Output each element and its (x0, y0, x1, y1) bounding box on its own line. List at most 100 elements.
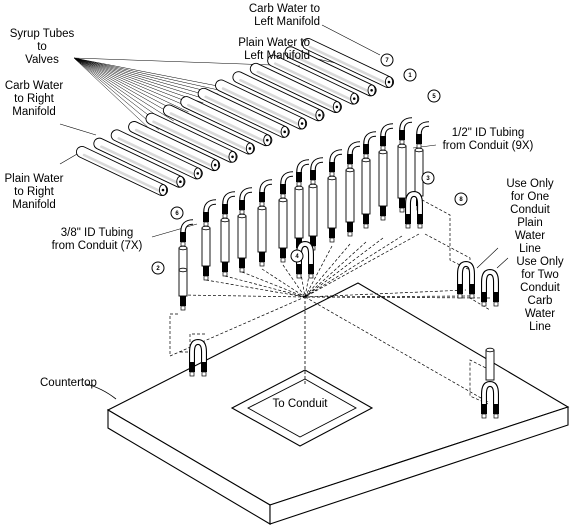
callout-number-2: 2 (156, 266, 160, 272)
elbow-14-inner (417, 122, 430, 135)
leader-syrup-10 (73, 57, 184, 116)
leader-use-one (476, 247, 499, 269)
route-branch-5 (469, 359, 491, 405)
tube-shade-3 (273, 62, 357, 103)
leader-syrup-15 (73, 57, 160, 131)
callout-bubble-6 (170, 206, 184, 220)
tube-fittings (178, 117, 499, 419)
vertical-tube-7-cap (294, 185, 304, 191)
upper-fitting-1-nipple (180, 241, 186, 247)
tube-3-8-left (178, 269, 188, 297)
upper-fitting-6-nipple (280, 193, 286, 199)
upper-fitting-13-nipple (399, 139, 405, 145)
elbow-7-inner (297, 160, 310, 173)
upper-fitting-5 (259, 192, 265, 202)
tube-shade-6 (221, 87, 305, 128)
elbow-12-inner (381, 124, 394, 137)
label-syrup-tubes-line-1: Syrup Tubes (9, 28, 75, 40)
leader-syrup-5 (73, 57, 209, 101)
callout-bubble-7 (380, 53, 394, 67)
label-use-one-line-1: Use Only (506, 178, 554, 190)
tube-shade-13 (100, 145, 183, 186)
label-syrup-tubes-line-2: to (37, 41, 47, 53)
u-loop-bottom-fitting-right-nipple (493, 413, 499, 419)
lower-fitting-12 (380, 206, 386, 216)
label-use-one-line-5: Water (514, 230, 546, 242)
route-line-6 (282, 264, 306, 298)
vertical-tube-1 (178, 247, 188, 271)
upper-fitting-9-nipple (329, 171, 335, 177)
label-use-only-one-conduit: Use Only for One Conduit Plain Water Lin… (498, 178, 562, 256)
tube-body-5 (233, 72, 324, 121)
tube-body-7 (198, 88, 289, 137)
callout-number-6: 6 (175, 211, 179, 217)
label-use-one-line-3: Conduit (510, 204, 550, 216)
leader-syrup-11 (73, 57, 179, 119)
label-use-two-line-6: Line (529, 321, 551, 333)
label-plain-left-line-2: Left Manifold (244, 50, 310, 62)
tube-body-6 (215, 80, 307, 129)
lower-fitting-13-nipple (399, 207, 405, 213)
tube-bore-1 (387, 80, 391, 84)
u-loop-right-fitting-left (405, 214, 411, 224)
lower-fitting-7 (296, 238, 302, 248)
upper-fitting-3-nipple (222, 213, 228, 219)
vertical-tube-7 (294, 187, 304, 239)
label-plain-right-line-3: Manifold (12, 199, 56, 211)
route-branch-3 (412, 194, 471, 271)
upper-fitting-4-nipple (239, 209, 245, 215)
lower-fitting-3-nipple (222, 271, 228, 277)
upper-fitting-7 (296, 172, 302, 182)
route-line-5 (261, 268, 306, 298)
u-loop-left-fitting-left (189, 362, 195, 372)
label-plain-right-line-1: Plain Water (4, 173, 64, 185)
elbow-13-inner (400, 118, 413, 131)
tube-bore-2 (370, 89, 373, 92)
elbow-2-inner (204, 200, 217, 213)
tube-bore-10 (231, 155, 234, 159)
label-to-conduit: To Conduit (272, 398, 328, 410)
vertical-tube-4-cap (237, 213, 247, 219)
lower-fitting-9 (329, 228, 335, 238)
tube-body-1 (302, 38, 394, 88)
label-carb-left-line-1: Carb Water to (248, 3, 320, 15)
label-carb-right-line-3: Manifold (12, 106, 56, 118)
upper-fitting-8-nipple (310, 179, 316, 185)
lower-fitting-5-nipple (259, 261, 265, 267)
route-line-10 (304, 243, 351, 298)
u-loop-plain-water-fitting-right-nipple (469, 293, 475, 299)
upper-fitting-9 (329, 162, 335, 172)
upper-fitting-6 (280, 184, 286, 194)
leader-syrup-2 (73, 57, 224, 92)
lower-fitting-4-nipple (239, 267, 245, 273)
lower-fitting-4 (239, 258, 245, 268)
lower-fitting-11-nipple (363, 223, 369, 229)
label-plain-right: Plain Water to Right Manifold (0, 173, 68, 212)
u-loop-plain-water-fitting-right (469, 284, 475, 294)
vertical-tube-8 (308, 185, 318, 237)
countertop-leader (85, 383, 117, 400)
vertical-tube-5 (257, 207, 267, 253)
upper-fitting-5-nipple (259, 201, 265, 207)
vertical-tube-2 (201, 227, 211, 267)
route-branch-6 (304, 289, 467, 298)
lower-fitting-5 (259, 252, 265, 262)
lower-fitting-12-nipple (380, 215, 386, 221)
tube-bore-6 (300, 122, 304, 125)
dashed-routing-lines (169, 194, 491, 405)
tube-body-14 (76, 146, 168, 196)
callout-bubble-3 (421, 171, 435, 185)
lower-fitting-6 (280, 248, 286, 258)
leader-carb-right (59, 123, 97, 136)
tube-body-9 (163, 105, 255, 154)
leader-syrup-4 (73, 57, 214, 98)
lower-fitting-10 (347, 222, 353, 232)
vertical-tube-12 (378, 151, 388, 207)
upper-fitting-2-nipple (203, 221, 209, 227)
u-loop-right-fitting-right (417, 214, 423, 224)
leader-syrup-7 (73, 57, 199, 107)
tube-shade-8 (187, 103, 270, 145)
tube-bore-12 (196, 172, 200, 175)
callout-number-3: 3 (426, 176, 430, 182)
tube-shade-2 (291, 54, 374, 95)
